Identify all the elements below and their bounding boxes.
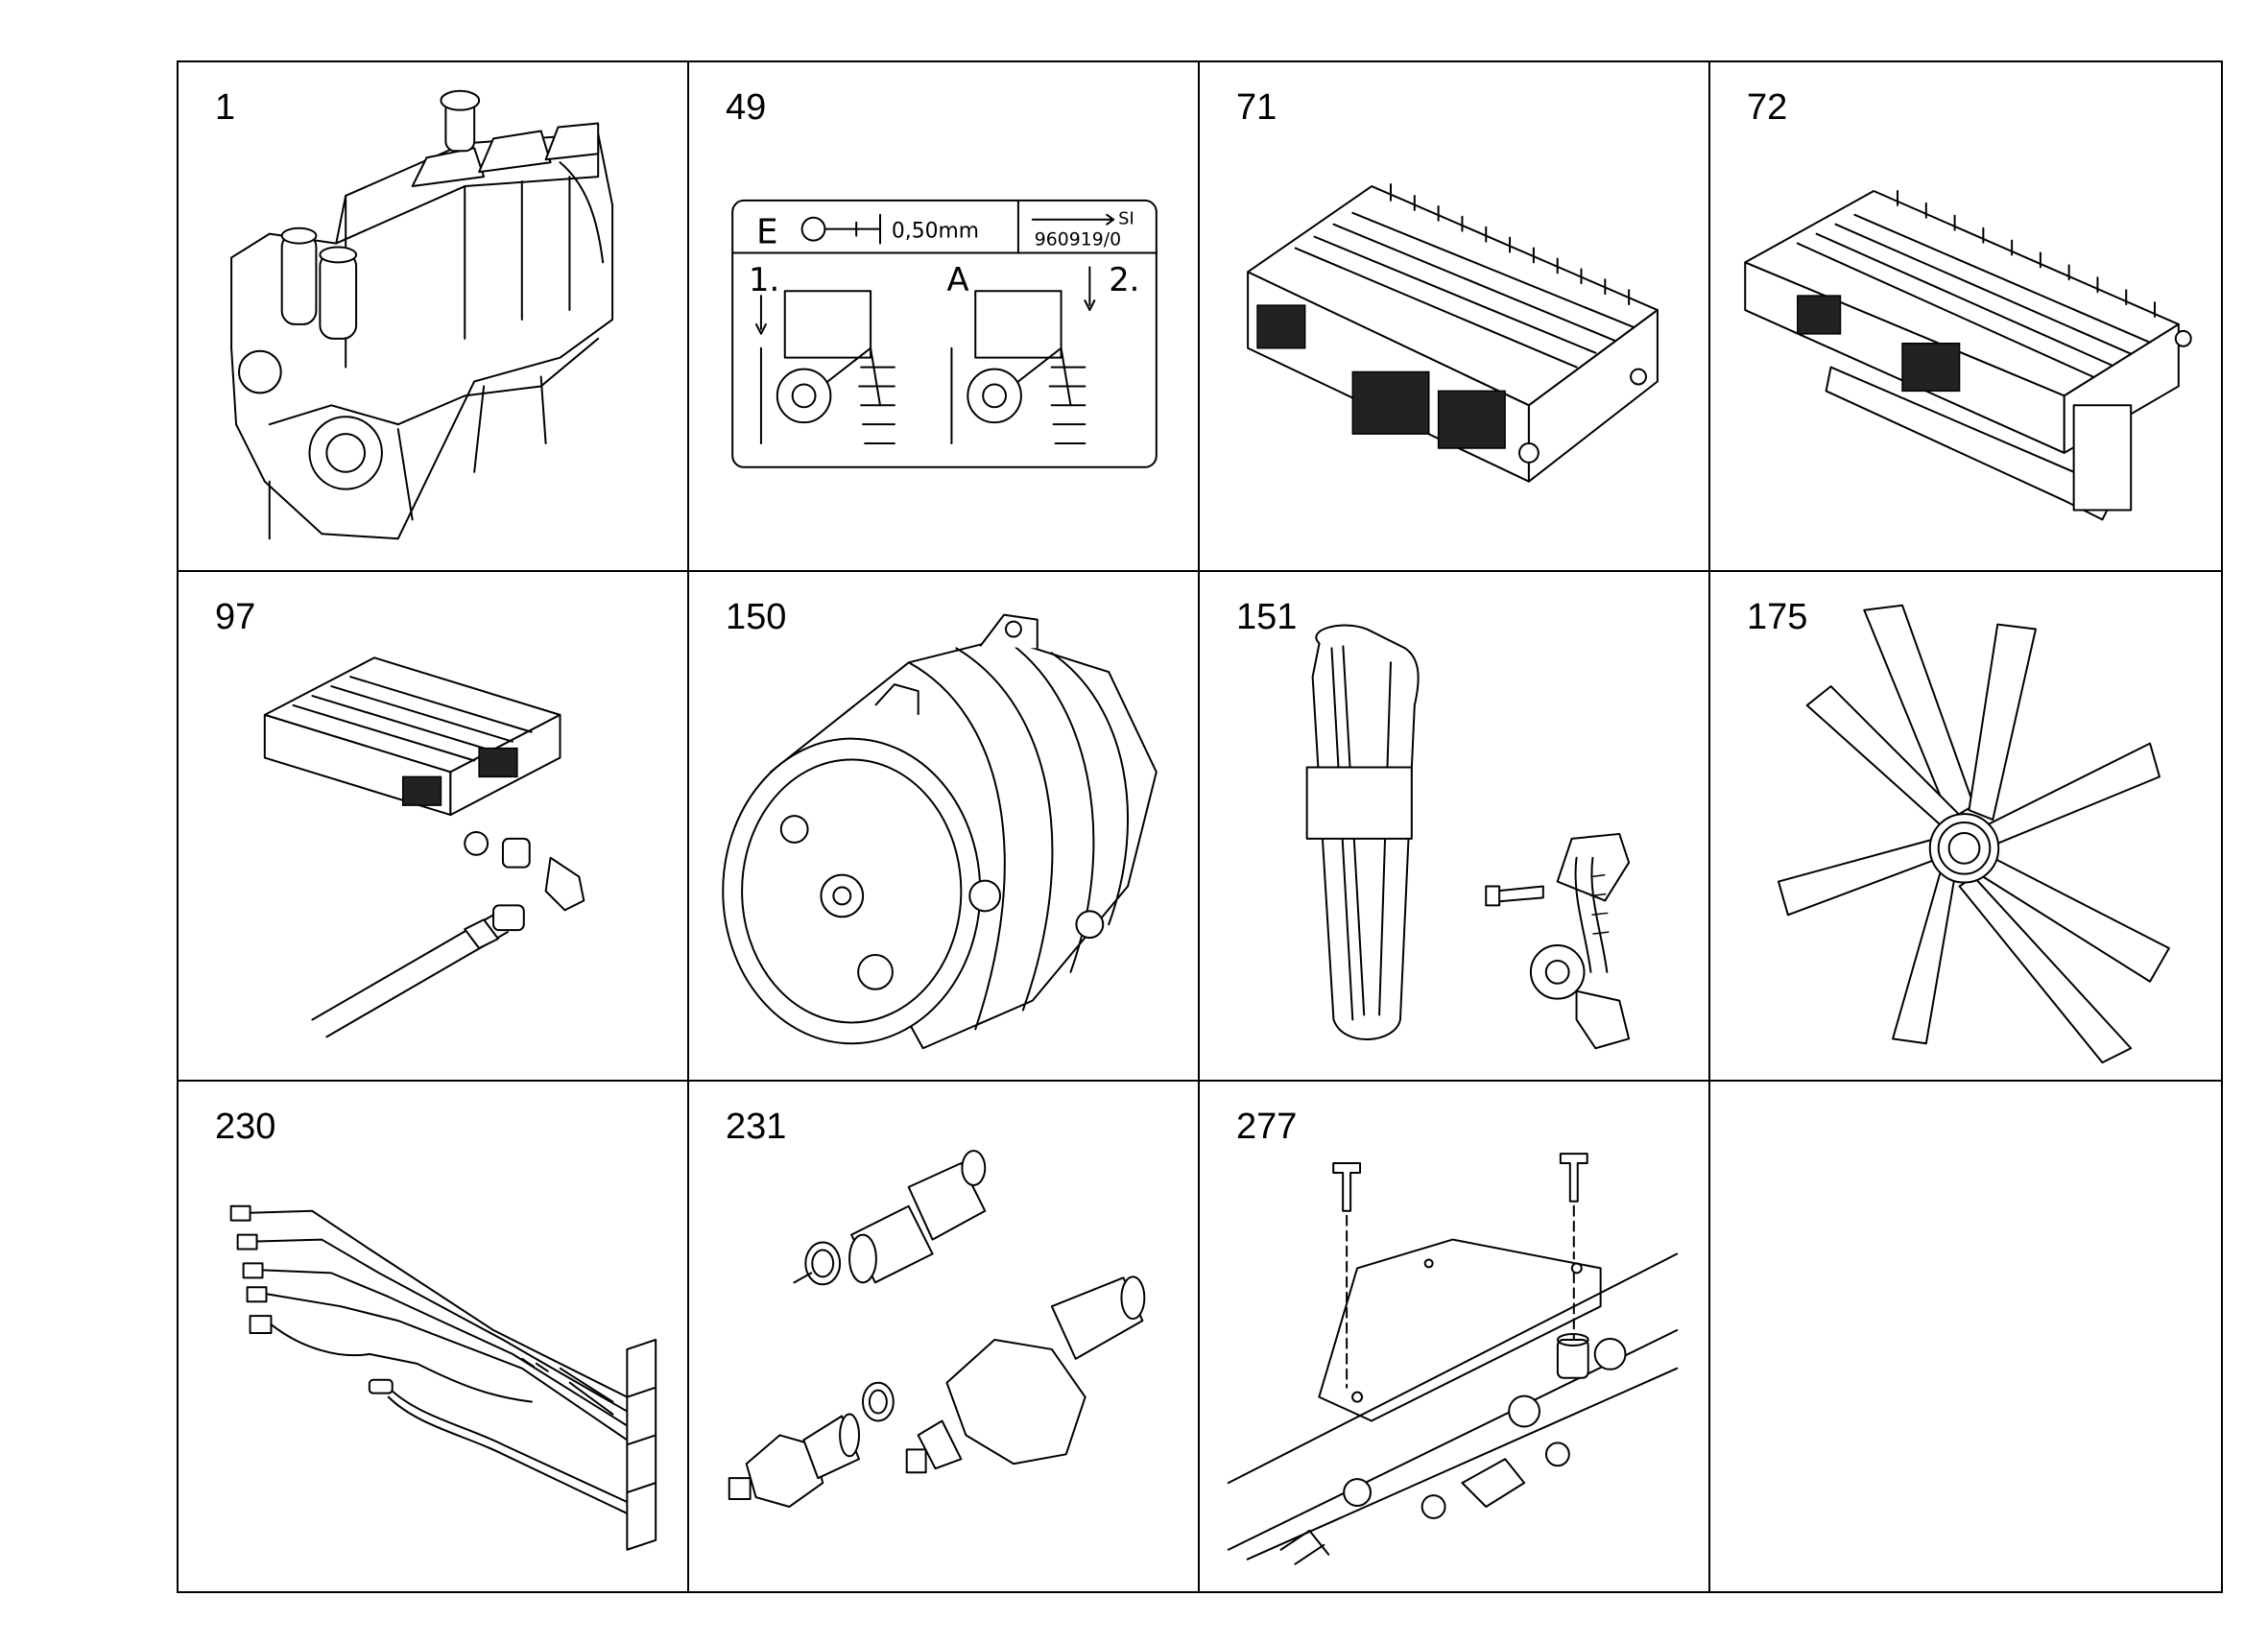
sensors-icon bbox=[689, 1082, 1198, 1591]
belt-tensioner-icon bbox=[1200, 572, 1708, 1080]
part-number: 150 bbox=[726, 597, 787, 637]
label-step-1: 1. bbox=[749, 261, 779, 298]
part-cell-49[interactable]: 49 E 0,50mm SI 960919/0 1. A 2. bbox=[689, 62, 1200, 572]
part-cell-72[interactable]: 72 bbox=[1710, 62, 2221, 572]
bracket-plate-icon bbox=[1200, 1082, 1708, 1591]
label-letter-e: E bbox=[756, 213, 778, 252]
parts-grid: 1 49 E bbox=[177, 60, 2223, 1593]
label-center: A bbox=[946, 261, 968, 298]
wiring-harness-icon bbox=[179, 1082, 687, 1591]
part-number: 97 bbox=[215, 597, 256, 637]
part-cell-150[interactable]: 150 bbox=[689, 572, 1200, 1082]
label-step-2: 2. bbox=[1109, 261, 1139, 298]
ac-compressor-icon bbox=[689, 572, 1198, 1080]
part-number: 71 bbox=[1236, 87, 1277, 128]
part-cell-230[interactable]: 230 bbox=[179, 1082, 689, 1591]
label-arrow-code: SI bbox=[1118, 209, 1134, 229]
engine-block-icon bbox=[179, 62, 687, 570]
part-cell-175[interactable]: 175 bbox=[1710, 572, 2221, 1082]
part-number: 277 bbox=[1236, 1107, 1298, 1147]
label-clearance: 0,50mm bbox=[892, 220, 979, 244]
part-cell-231[interactable]: 231 bbox=[689, 1082, 1200, 1591]
part-number: 151 bbox=[1236, 597, 1298, 637]
part-cell-1[interactable]: 1 bbox=[179, 62, 689, 572]
control-unit-bracket-icon bbox=[1710, 62, 2221, 570]
part-cell-151[interactable]: 151 bbox=[1200, 572, 1710, 1082]
part-number: 175 bbox=[1747, 597, 1808, 637]
part-number: 1 bbox=[215, 87, 236, 128]
part-number: 72 bbox=[1747, 87, 1788, 128]
control-unit-icon bbox=[1200, 62, 1708, 570]
part-cell-97[interactable]: 97 bbox=[179, 572, 689, 1082]
part-number: 49 bbox=[726, 87, 767, 128]
part-cell-71[interactable]: 71 bbox=[1200, 62, 1710, 572]
part-number: 230 bbox=[215, 1107, 276, 1147]
valve-clearance-label-icon: E 0,50mm SI 960919/0 1. A 2. bbox=[689, 62, 1198, 570]
label-part-code: 960919/0 bbox=[1035, 230, 1121, 250]
part-number: 231 bbox=[726, 1107, 787, 1147]
part-cell-empty bbox=[1710, 1082, 2221, 1591]
control-unit-kit-icon bbox=[179, 572, 687, 1080]
part-cell-277[interactable]: 277 bbox=[1200, 1082, 1710, 1591]
fan-icon bbox=[1710, 572, 2221, 1080]
